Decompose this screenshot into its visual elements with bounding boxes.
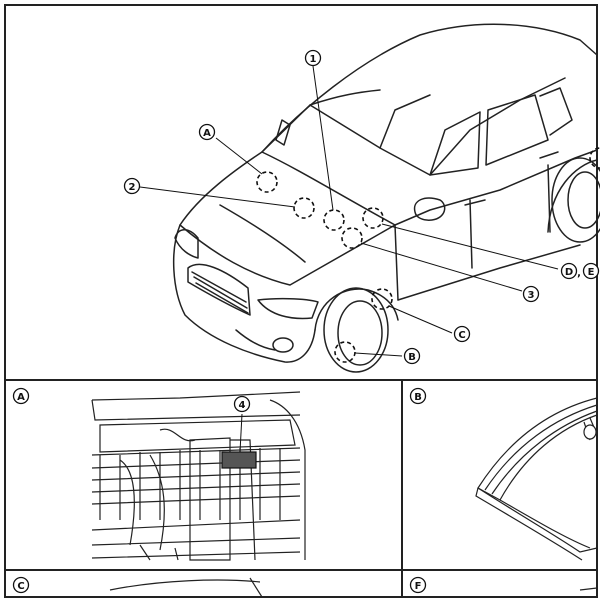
- grille: [187, 263, 251, 316]
- wheel-well-liner: [477, 397, 598, 501]
- panel-C-label: C: [17, 581, 24, 592]
- callout-badges: 1 A 2 D , E 3 C B: [123, 49, 600, 365]
- location-markers: [256, 147, 600, 363]
- rear-wheel-arch: [547, 159, 598, 233]
- detail-panel-A: A 4: [12, 387, 306, 561]
- marker-F: [589, 147, 600, 169]
- marker-1: [323, 209, 345, 231]
- panel-B-illustration: [475, 397, 598, 561]
- callout-A: A: [198, 123, 216, 141]
- callout-B-label: B: [408, 352, 416, 363]
- panel-B-label: B: [414, 392, 422, 403]
- diagram-frame: [4, 4, 598, 598]
- callout-3-label: 3: [528, 290, 535, 301]
- panel-A-illustration: [91, 391, 306, 561]
- sensor-B: [583, 424, 597, 440]
- vehicle-rear-side-window: [485, 94, 549, 166]
- headlamp-left: [174, 229, 199, 259]
- vehicle-illustration: [172, 23, 600, 373]
- side-mirror: [413, 197, 446, 221]
- callout-2: 2: [123, 177, 141, 195]
- detail-panel-F: F: [409, 576, 598, 594]
- callout-E-label: E: [588, 267, 595, 278]
- vehicle-front-side-window: [429, 111, 481, 176]
- door-handle-front: [464, 199, 486, 206]
- vehicle-windshield: [261, 77, 566, 176]
- leader-lines: [139, 65, 559, 357]
- connector-4: 4: [221, 395, 257, 469]
- marker-3: [341, 227, 363, 249]
- callout-4-label: 4: [239, 400, 246, 411]
- vehicle-hood: [179, 151, 396, 286]
- callout-1-label: 1: [310, 54, 317, 65]
- callout-DE: D , E: [560, 262, 600, 280]
- door-handle-rear: [539, 151, 559, 159]
- front-bumper: [172, 224, 316, 363]
- marker-2: [293, 197, 315, 219]
- marker-DE: [362, 207, 384, 229]
- callout-D-label: D: [565, 267, 573, 278]
- callout-1: 1: [304, 49, 322, 67]
- detail-panel-B: B: [409, 387, 598, 561]
- panel-A-label: A: [17, 392, 25, 403]
- callout-C-label: C: [458, 330, 465, 341]
- callout-3: 3: [522, 285, 540, 303]
- marker-A: [256, 171, 278, 193]
- detail-panel-C: C: [12, 576, 263, 598]
- marker-B: [334, 341, 356, 363]
- fog-lamp: [272, 337, 294, 353]
- headlamp-right: [257, 297, 319, 320]
- callout-C: C: [453, 325, 471, 343]
- panel-F-label: F: [415, 581, 422, 592]
- callout-A-label: A: [203, 128, 211, 139]
- vehicle-roofline: [261, 23, 598, 153]
- front-tire: [323, 287, 389, 373]
- vehicle-a-pillar: [379, 94, 431, 149]
- front-wheel-arch: [314, 288, 399, 331]
- rear-tire: [551, 157, 600, 243]
- callout-DE-separator: ,: [577, 268, 581, 279]
- callout-B: B: [403, 347, 421, 365]
- wiper-arm: [275, 119, 291, 146]
- marker-C: [371, 288, 393, 310]
- callout-2-label: 2: [129, 182, 136, 193]
